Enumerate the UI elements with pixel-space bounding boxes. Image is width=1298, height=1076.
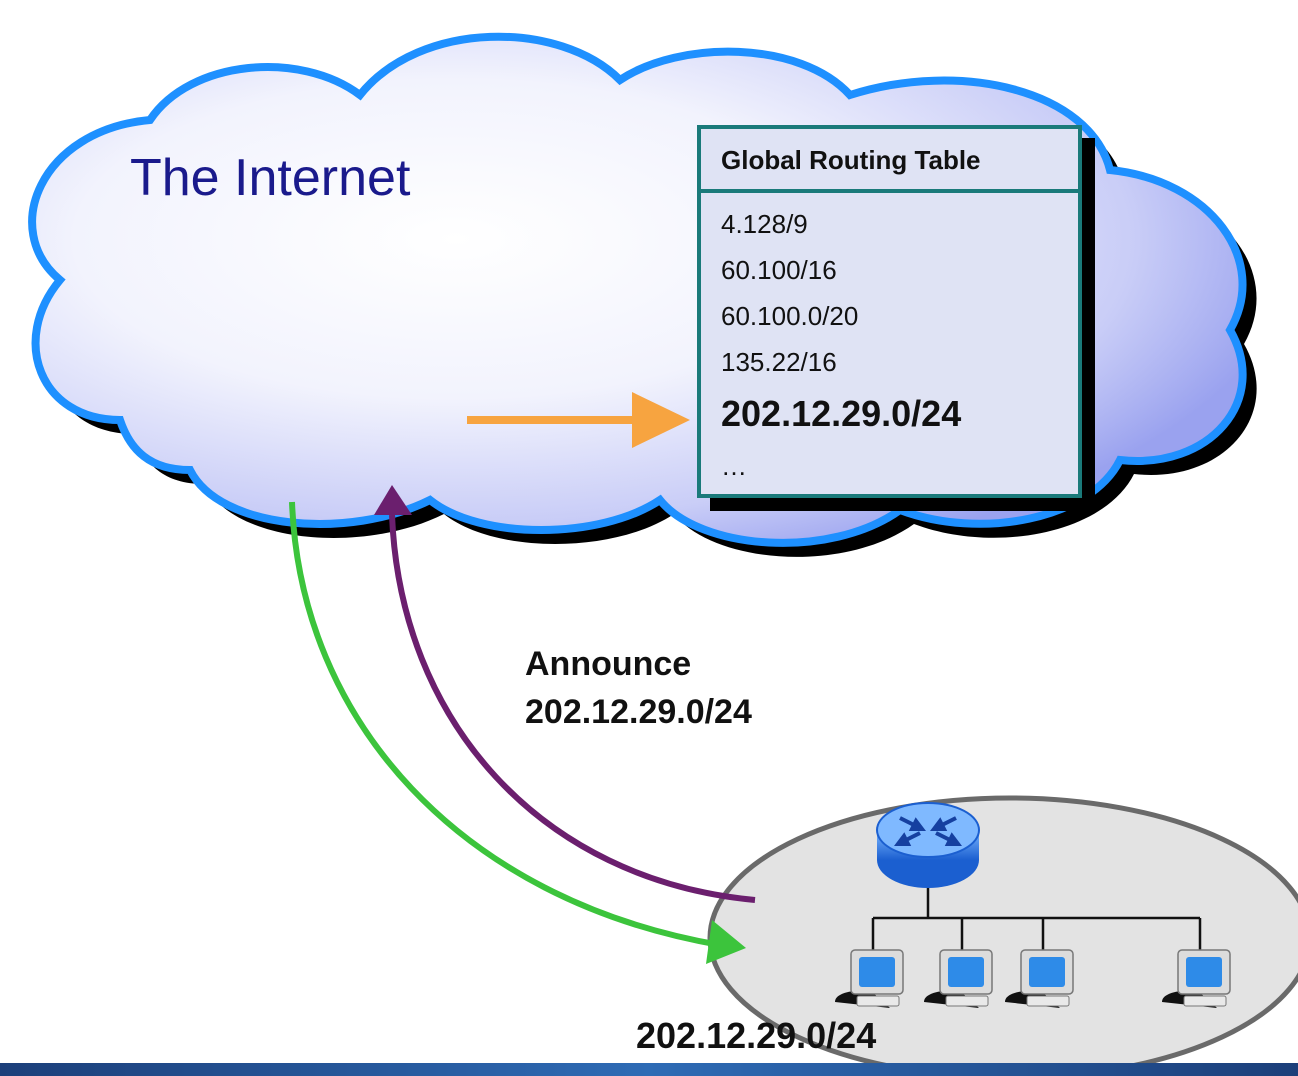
cloud-title: The Internet: [130, 149, 411, 207]
routing-table-header: Global Routing Table: [701, 129, 1078, 193]
routing-table-row: 60.100/16: [721, 255, 837, 285]
network-prefix-label: 202.12.29.0/24: [636, 1015, 877, 1056]
routing-table-row-highlight: 202.12.29.0/24: [721, 393, 962, 434]
host-computer-icon: [835, 949, 904, 1008]
lan-wiring: [871, 885, 1202, 955]
host-computer-icon: [1005, 949, 1074, 1008]
routing-table-list: 4.128/9 60.100/16 60.100.0/20 135.22/16 …: [701, 193, 1078, 489]
green-arrow: [289, 501, 746, 964]
routing-table-row: …: [721, 451, 747, 481]
routing-table-row: 4.128/9: [721, 209, 808, 239]
routing-table: Global Routing Table 4.128/9 60.100/16 6…: [697, 125, 1082, 498]
announce-label: Announce 202.12.29.0/24: [525, 640, 752, 736]
host-computer-icon: [924, 949, 993, 1008]
router-icon: [876, 802, 980, 888]
footer-bar: [0, 1063, 1298, 1076]
announce-line-2: 202.12.29.0/24: [525, 693, 752, 731]
routing-table-row: 135.22/16: [721, 347, 837, 377]
purple-arrow: [374, 485, 756, 903]
orange-arrow: [467, 392, 690, 448]
routing-table-row: 60.100.0/20: [721, 301, 859, 331]
host-computer-icon: [1162, 949, 1231, 1008]
announce-line-1: Announce: [525, 645, 692, 683]
